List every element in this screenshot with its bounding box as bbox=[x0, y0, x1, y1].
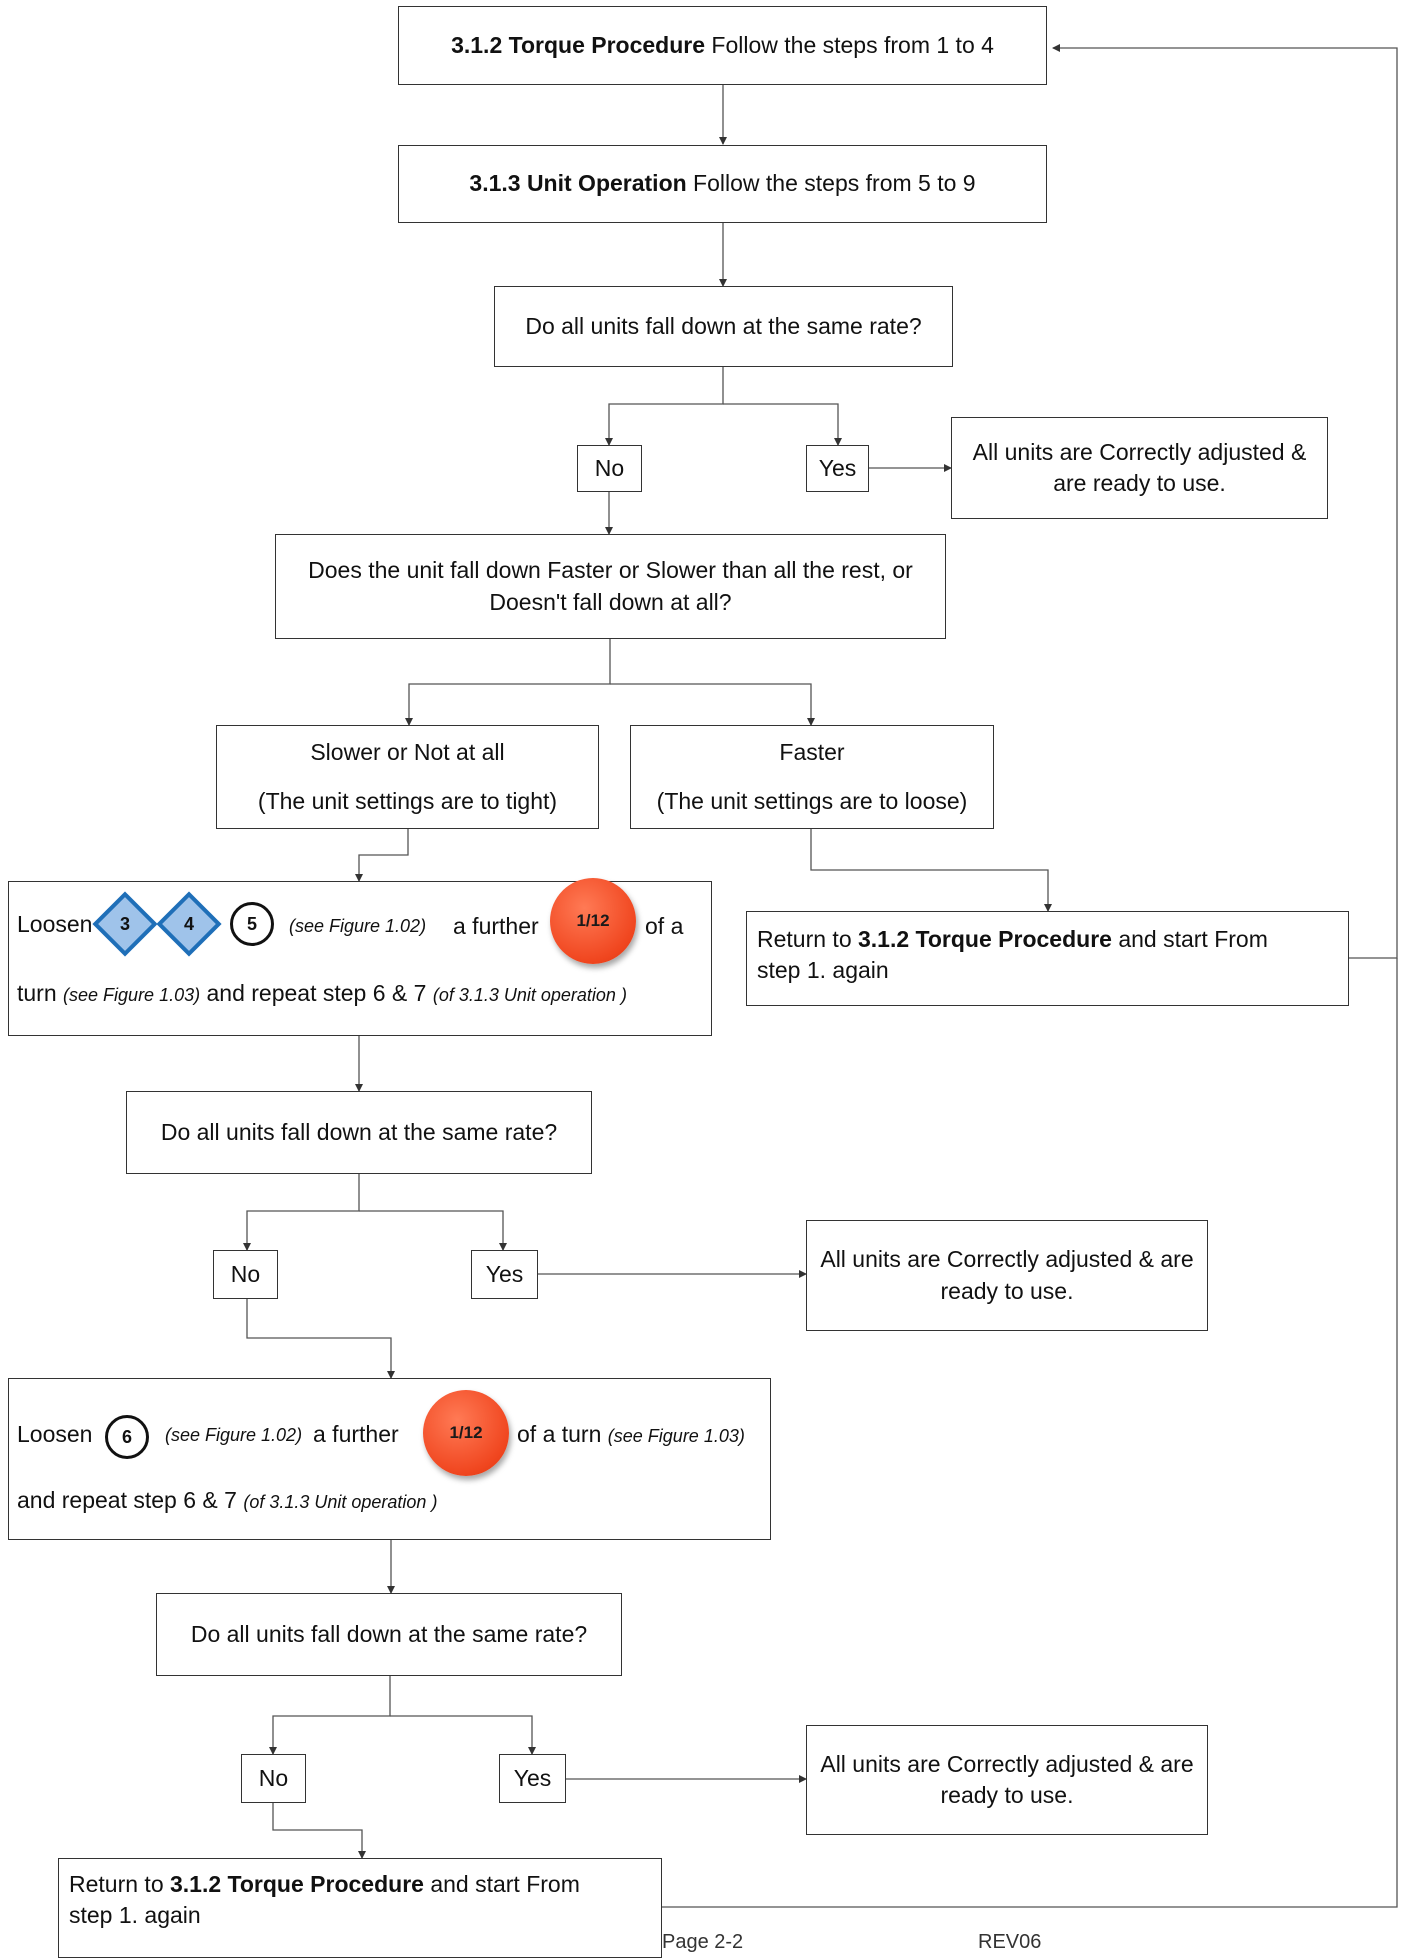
ready-box-2: All units are Correctly adjusted & are r… bbox=[806, 1220, 1208, 1331]
ready-box-1: All units are Correctly adjusted & are r… bbox=[951, 417, 1328, 519]
yes-box-2: Yes bbox=[471, 1250, 538, 1299]
return-suffix-2: and start From bbox=[423, 1871, 580, 1897]
figure-ref-1-03: (see Figure 1.03) bbox=[63, 985, 201, 1005]
torque-procedure-text: Follow the steps from 1 to 4 bbox=[705, 31, 994, 58]
return-box-2: Return to 3.1.2 Torque Procedure and sta… bbox=[58, 1858, 662, 1958]
ready-text-3: All units are Correctly adjusted & are r… bbox=[820, 1750, 1194, 1808]
no-box-2: No bbox=[213, 1250, 278, 1299]
revision-label: REV06 bbox=[978, 1931, 1042, 1953]
loosen-box-1: Loosen 3 4 5 (see Figure 1.02) a further… bbox=[8, 878, 712, 1036]
marker-circle-6: 6 bbox=[105, 1415, 149, 1459]
question-box-3: Do all units fall down at the same rate? bbox=[156, 1593, 622, 1676]
faster-slower-question-text: Does the unit fall down Faster or Slower… bbox=[308, 557, 913, 615]
question-text-1: Do all units fall down at the same rate? bbox=[525, 312, 922, 339]
return-line2-1: step 1. again bbox=[757, 957, 889, 984]
no-label-1: No bbox=[594, 454, 625, 481]
figure-ref-1-02: (see Figure 1.02) bbox=[289, 916, 427, 936]
no-label-3: No bbox=[258, 1764, 289, 1791]
slower-detail: (The unit settings are to tight) bbox=[257, 787, 558, 814]
repeat-text-1: and repeat step 6 & 7 bbox=[206, 980, 427, 1006]
of-a-turn-text-2: of a turn bbox=[517, 1421, 602, 1447]
faster-title: Faster bbox=[779, 739, 845, 766]
figure-ref-1-03-b: (see Figure 1.03) bbox=[607, 1426, 745, 1446]
torque-procedure-box: 3.1.2 Torque Procedure Follow the steps … bbox=[398, 6, 1047, 85]
yes-box-3: Yes bbox=[499, 1754, 566, 1803]
no-box-3: No bbox=[241, 1754, 306, 1803]
return-bold-1: 3.1.2 Torque Procedure bbox=[858, 926, 1112, 952]
return-suffix-1: and start From bbox=[1111, 926, 1268, 952]
loosen-label-2: Loosen bbox=[17, 1421, 93, 1447]
slower-title: Slower or Not at all bbox=[310, 739, 505, 766]
repeat-text-2: and repeat step 6 & 7 bbox=[17, 1487, 237, 1513]
faster-detail: (The unit settings are to loose) bbox=[656, 787, 968, 814]
question-text-3: Do all units fall down at the same rate? bbox=[190, 1620, 588, 1647]
turn-text-1: turn bbox=[17, 980, 57, 1006]
question-box-1: Do all units fall down at the same rate? bbox=[494, 286, 953, 367]
ready-text-1: All units are Correctly adjusted & are r… bbox=[972, 438, 1307, 496]
unit-operation-box: 3.1.3 Unit Operation Follow the steps fr… bbox=[398, 145, 1047, 223]
page-number: Page 2-2 bbox=[662, 1931, 744, 1953]
question-text-2: Do all units fall down at the same rate? bbox=[160, 1118, 558, 1145]
torque-procedure-title: 3.1.2 Torque Procedure bbox=[451, 31, 706, 58]
return-box-1: Return to 3.1.2 Torque Procedure and sta… bbox=[746, 911, 1349, 1006]
no-box-1: No bbox=[577, 445, 642, 492]
op-ref-1: (of 3.1.3 Unit operation ) bbox=[432, 985, 627, 1005]
unit-operation-title: 3.1.3 Unit Operation bbox=[469, 170, 687, 197]
ready-text-2: All units are Correctly adjusted & are r… bbox=[820, 1246, 1194, 1304]
slower-box: Slower or Not at all (The unit settings … bbox=[216, 725, 599, 829]
faster-slower-question-box: Does the unit fall down Faster or Slower… bbox=[275, 534, 946, 639]
yes-label-1: Yes bbox=[818, 454, 857, 481]
return-line2-2: step 1. again bbox=[69, 1902, 201, 1929]
unit-operation-text: Follow the steps from 5 to 9 bbox=[686, 170, 976, 197]
of-a-text-1: of a bbox=[645, 913, 684, 939]
return-bold-2: 3.1.2 Torque Procedure bbox=[170, 1871, 424, 1897]
ready-box-3: All units are Correctly adjusted & are r… bbox=[806, 1725, 1208, 1835]
return-prefix-1: Return to bbox=[757, 926, 858, 952]
further-text-2: a further bbox=[313, 1421, 399, 1447]
fraction-badge-1: 1/12 bbox=[550, 878, 636, 964]
fraction-badge-2: 1/12 bbox=[423, 1390, 509, 1476]
loosen-box-2: Loosen 6 (see Figure 1.02) a further 1/1… bbox=[8, 1378, 771, 1540]
faster-box: Faster (The unit settings are to loose) bbox=[630, 725, 994, 829]
loosen-label-1: Loosen bbox=[17, 911, 93, 938]
yes-box-1: Yes bbox=[806, 445, 869, 492]
yes-label-2: Yes bbox=[485, 1260, 524, 1287]
further-text-1: a further bbox=[453, 913, 539, 939]
yes-label-3: Yes bbox=[513, 1764, 552, 1791]
no-label-2: No bbox=[230, 1260, 261, 1287]
marker-circle-5: 5 bbox=[230, 902, 274, 946]
return-prefix-2: Return to bbox=[69, 1871, 170, 1897]
question-box-2: Do all units fall down at the same rate? bbox=[126, 1091, 592, 1174]
figure-ref-1-02-b: (see Figure 1.02) bbox=[165, 1425, 303, 1445]
op-ref-2: (of 3.1.3 Unit operation ) bbox=[243, 1492, 438, 1512]
